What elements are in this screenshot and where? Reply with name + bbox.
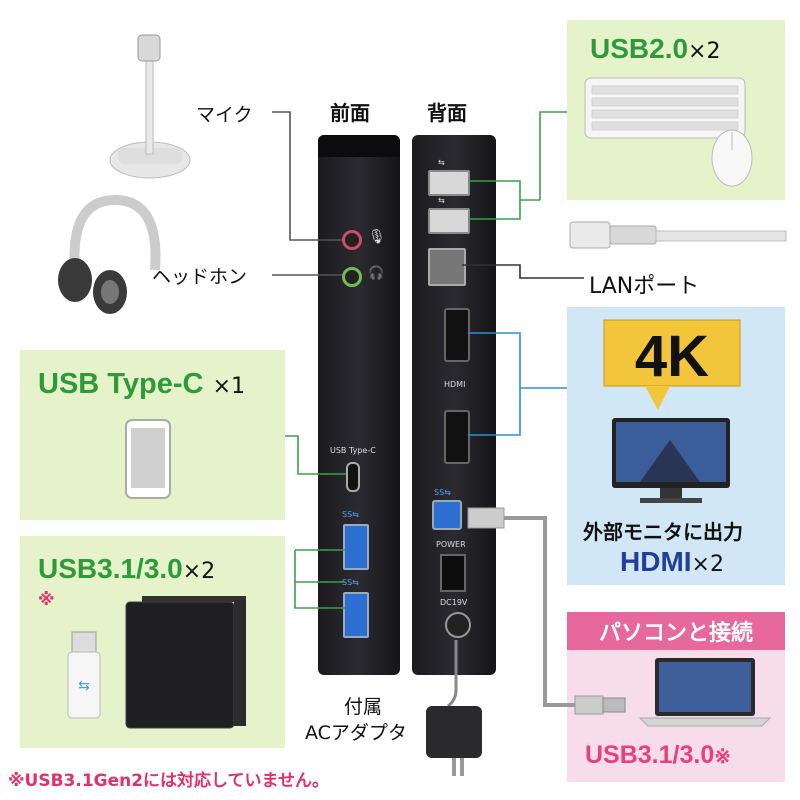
- back-usb2-port-2: [428, 208, 470, 234]
- mic-label: マイク: [196, 104, 253, 126]
- 4k-text: 4K: [635, 324, 709, 389]
- pc-cable-illustration: [467, 507, 626, 715]
- front-top-cap: [318, 135, 400, 157]
- usb2-heading: USB2.0×2: [590, 32, 720, 65]
- usb2-logo-1: ⇆: [438, 158, 445, 167]
- usb2-line-2: [468, 200, 521, 220]
- typec-heading: USB Type-C ×1: [38, 366, 245, 401]
- front-usb3-port-1: [343, 524, 369, 570]
- back-label: 背面: [427, 101, 467, 125]
- monitor-illustration: [612, 418, 730, 503]
- dc-label: DC19V: [440, 598, 468, 607]
- hdd-illustration: [125, 596, 246, 729]
- front-usb3-port-2: [343, 592, 369, 638]
- front-device: [318, 135, 400, 675]
- typec-count: ×1: [212, 374, 246, 399]
- typec-port: [346, 462, 360, 492]
- power-label: POWER: [436, 540, 466, 549]
- hdmi-name: HDMI: [620, 546, 692, 577]
- ac-adapter-illustration: [426, 640, 482, 776]
- keyboard-illustration: [584, 77, 753, 187]
- usb31-name: USB3.1/3.0: [38, 553, 183, 584]
- laptop-illustration: [638, 658, 772, 727]
- lan-label: LANポート: [589, 274, 700, 299]
- usb31-line-2: [294, 582, 345, 609]
- accessory-label-2: ACアダプタ: [305, 722, 407, 744]
- usb31-count: ×2: [182, 559, 216, 584]
- lan-line: [462, 264, 584, 279]
- usb31-heading: USB3.1/3.0×2: [38, 552, 215, 585]
- usb2-logo-2: ⇆: [438, 196, 445, 205]
- pc-usb-name: USB3.1/3.0: [585, 741, 715, 769]
- tablet-illustration: [125, 419, 171, 499]
- mic-icon: 🎙: [368, 229, 386, 245]
- usb2-line-3: [539, 111, 567, 200]
- svg-text:⇆: ⇆: [78, 678, 90, 694]
- pc-usb-mark: ※: [714, 746, 732, 768]
- headphone-label: ヘッドホン: [152, 266, 248, 288]
- hdmi-line-2: [468, 388, 521, 436]
- dc-jack: [445, 612, 471, 638]
- microphone-illustration: [109, 34, 191, 179]
- usb3-logo-2: SS⇆: [342, 578, 359, 587]
- usb3b-port: [432, 500, 462, 530]
- hdmi-port-1: [444, 308, 470, 362]
- lan-port: [428, 248, 466, 286]
- usb2-count: ×2: [688, 39, 721, 64]
- headphones-illustration: [58, 194, 161, 314]
- hdmi-count: ×2: [691, 552, 724, 577]
- lan-cable-illustration: [569, 221, 787, 249]
- connector-lines: [272, 111, 584, 609]
- usb31-line-1: [294, 550, 345, 583]
- mic-line: [272, 111, 342, 241]
- usb-stick-illustration: ⇆: [67, 631, 101, 719]
- typec-port-label: USB Type-C: [330, 446, 376, 455]
- hdmi-port-2: [444, 410, 470, 464]
- usb2-line-1: [468, 180, 540, 201]
- usb2-name: USB2.0: [590, 33, 689, 64]
- headphone-icon: 🎧: [368, 266, 385, 281]
- external-monitor-label: 外部モニタに出力: [583, 520, 743, 544]
- accessory-label-1: 付属: [344, 696, 383, 718]
- usb31-mark: ※: [38, 590, 55, 610]
- typec-name: USB Type-C: [38, 368, 204, 400]
- pc-connect-title: パソコンと接続: [567, 612, 785, 650]
- 4k-badge: 4K: [603, 319, 741, 410]
- back-usb2-port-1: [428, 170, 470, 196]
- usb3b-logo: SS⇆: [434, 488, 451, 497]
- headphone-jack: [342, 267, 362, 287]
- pc-usb-heading: USB3.1/3.0※: [585, 740, 731, 770]
- footnote: ※USB3.1Gen2には対応していません。: [8, 771, 330, 791]
- usb3-logo-1: SS⇆: [342, 510, 359, 519]
- typec-line: [285, 435, 346, 475]
- hdmi-line-1: [468, 332, 567, 389]
- hdmi-heading: HDMI×2: [620, 545, 724, 578]
- hdmi-port-label: HDMI: [444, 380, 466, 389]
- power-switch: [440, 554, 466, 592]
- front-label: 前面: [330, 101, 370, 125]
- mic-jack: [342, 230, 362, 250]
